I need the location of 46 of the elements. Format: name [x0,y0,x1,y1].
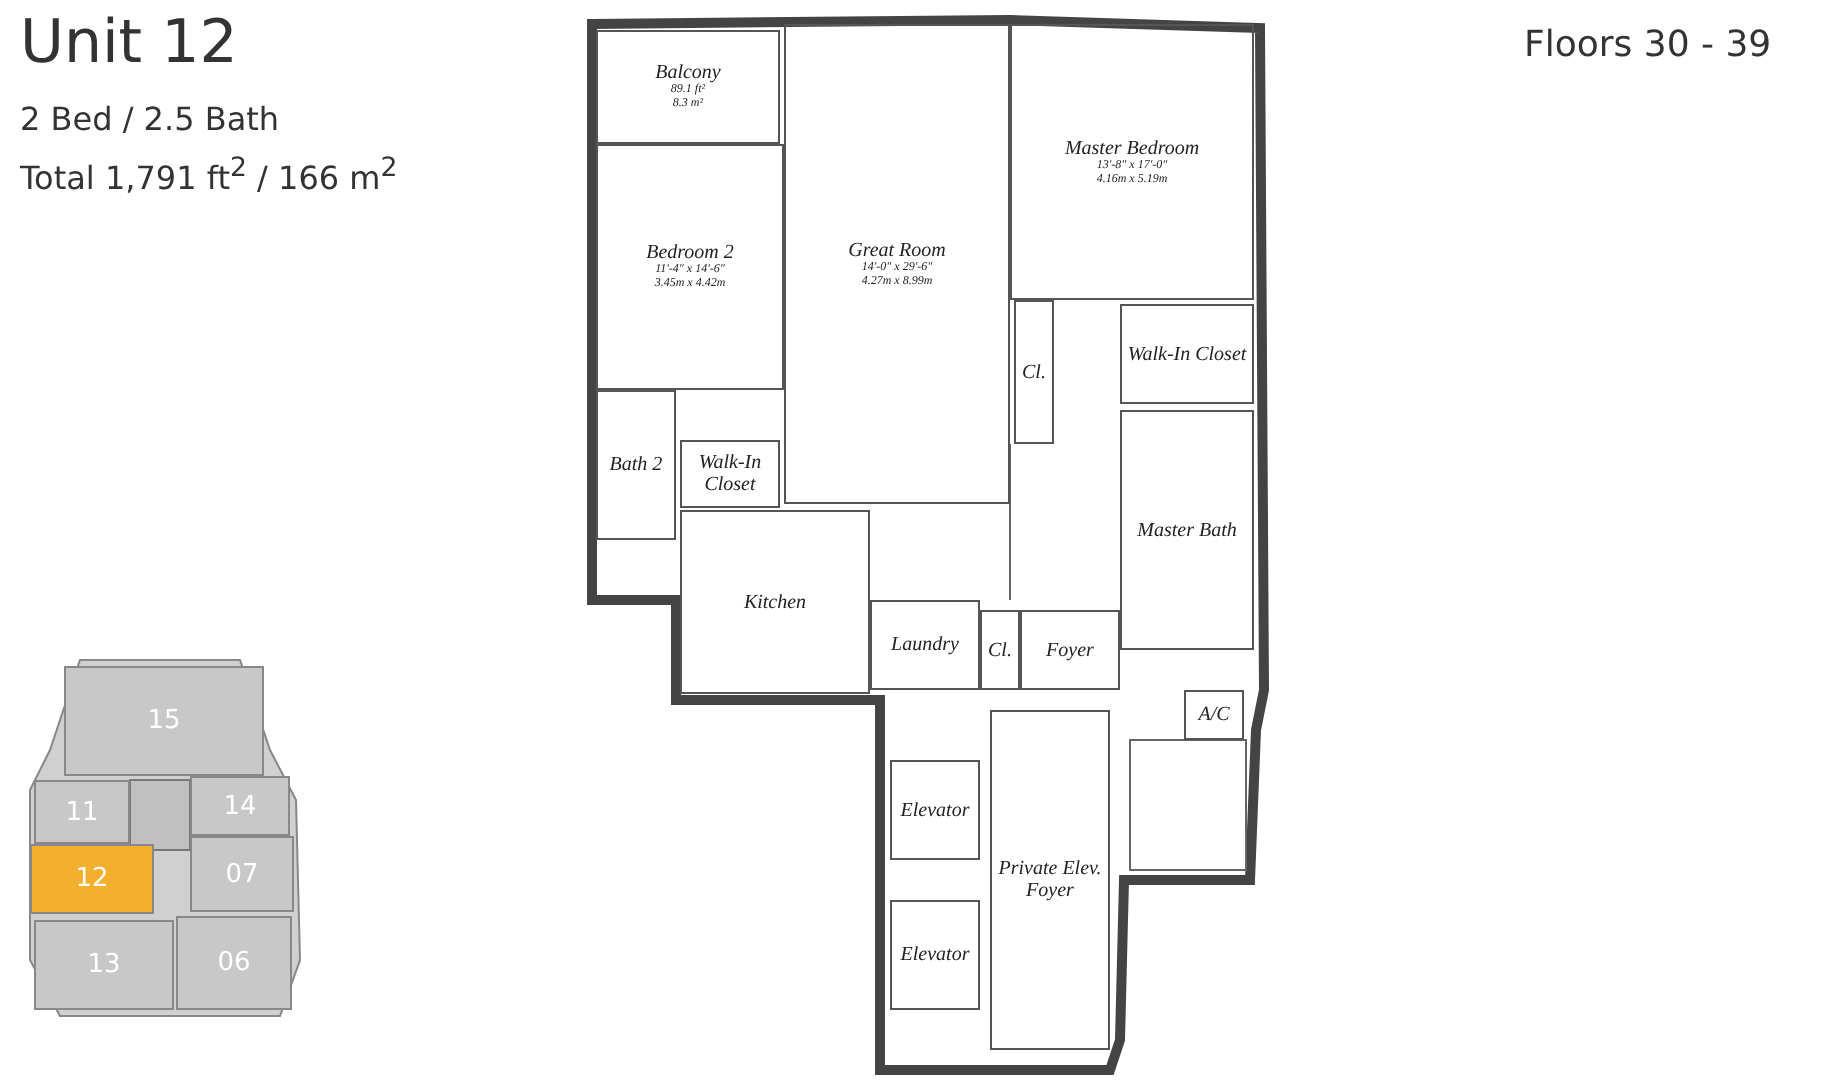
closet [680,440,780,508]
room-name: Great Room [848,239,946,262]
room-name: Laundry [891,634,959,656]
unit-area [190,836,294,912]
floor-range: Floors 30 - 39 [1524,24,1772,66]
laundry-room [870,600,980,690]
room-name: Walk-In Closet [696,452,764,496]
unit-area [30,844,154,914]
room-name: Kitchen [743,591,807,613]
room-name: Walk-In Closet [1127,343,1247,365]
unit-area [190,776,290,836]
closet [1120,304,1254,404]
kitchen [680,510,870,694]
foyer [1020,610,1120,690]
room-name: Master Bath [1137,519,1237,541]
elevator [890,900,980,1010]
great-room [784,24,1010,504]
room-name: Elevator [900,944,970,966]
unit-area [34,780,130,844]
room-name: Cl. [988,639,1012,661]
elevator [890,760,980,860]
unit-area [64,666,264,776]
closet [1014,300,1054,444]
balcony [596,30,780,144]
bed-bath-count: 2 Bed / 2.5 Bath [20,100,280,138]
closet [980,610,1020,690]
unit-area [176,916,292,1010]
utility-closet [1184,690,1244,740]
bedroom [596,144,784,390]
unit-title: Unit 12 [20,8,238,78]
bathroom [596,390,676,540]
room-name: Foyer [1046,639,1094,661]
total-area: Total 1,791 ft$^{2}$ / 166 m$^{2}$ [20,154,398,197]
room-name: A/C [1198,704,1230,726]
unit-number: 12 [75,864,109,894]
unit-area [34,920,174,1010]
room-name: Elevator [900,799,970,821]
room-name: Private Elev. Foyer [996,858,1104,902]
room-name: Balcony [655,62,721,85]
bathroom [1120,410,1254,650]
room-name: Bedroom 2 [646,242,734,265]
foyer [990,710,1110,1050]
room-name: Bath 2 [609,454,663,476]
bedroom [1010,24,1254,300]
room-name: Master Bedroom [1064,137,1200,160]
room-name: Cl. [1022,361,1046,383]
